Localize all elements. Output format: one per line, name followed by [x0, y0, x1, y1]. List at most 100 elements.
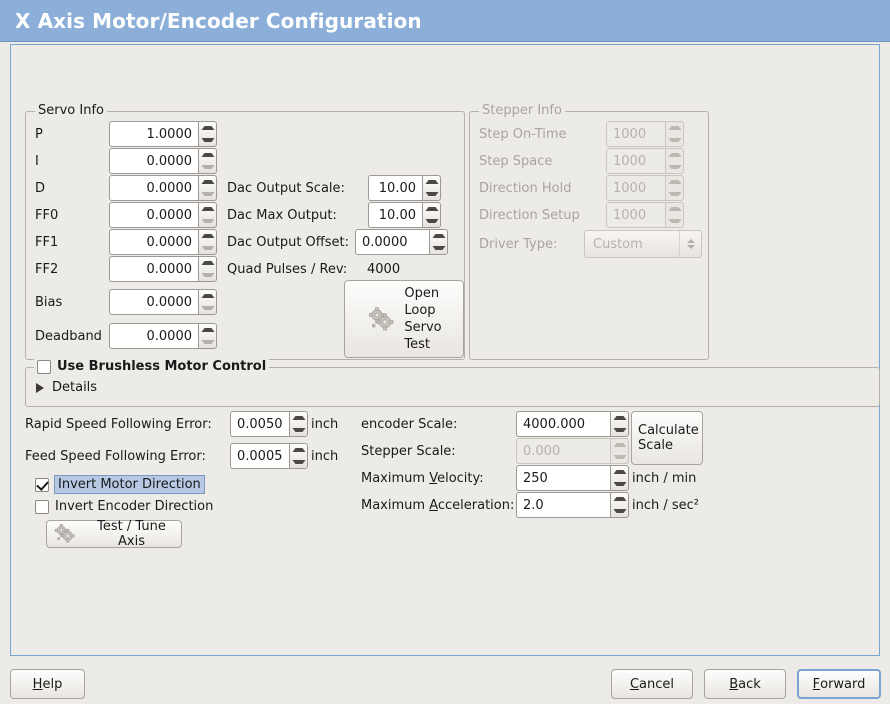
servo-bias-value[interactable]: 0.0000: [109, 289, 198, 315]
servo-p-stepper[interactable]: [198, 121, 217, 147]
servo-deadband-spinner[interactable]: 0.0000: [109, 323, 217, 349]
calculate-scale-button[interactable]: Calculate Scale: [631, 411, 703, 465]
maximum-velocity-spinner[interactable]: 250: [516, 465, 629, 491]
servo-p-value[interactable]: 1.0000: [109, 121, 198, 147]
servo-ff2-value[interactable]: 0.0000: [109, 256, 198, 282]
servo-ff0-spinner[interactable]: 0.0000: [109, 202, 217, 228]
spin-down-icon[interactable]: [611, 424, 628, 436]
spin-down-icon[interactable]: [430, 242, 447, 254]
feed-error-stepper[interactable]: [289, 443, 308, 469]
rapid-error-stepper[interactable]: [289, 411, 308, 437]
dac-output-scale-spinner[interactable]: 10.00: [368, 175, 441, 201]
encoder-scale-stepper[interactable]: [610, 411, 629, 437]
spin-up-icon[interactable]: [611, 466, 628, 478]
rapid-speed-following-error-spinner[interactable]: 0.0050: [230, 411, 308, 437]
maximum-velocity-value[interactable]: 250: [516, 465, 610, 491]
dac-max-output-stepper[interactable]: [422, 202, 441, 228]
dac-output-offset-value[interactable]: 0.0000: [355, 229, 429, 255]
servo-bias-spinner[interactable]: 0.0000: [109, 289, 217, 315]
dac-output-offset-spinner[interactable]: 0.0000: [355, 229, 448, 255]
dac-output-scale-stepper[interactable]: [422, 175, 441, 201]
dac-output-offset-stepper[interactable]: [429, 229, 448, 255]
spin-up-icon[interactable]: [430, 230, 447, 242]
spin-down-icon[interactable]: [199, 269, 216, 281]
servo-deadband-stepper[interactable]: [198, 323, 217, 349]
feed-speed-following-error-spinner[interactable]: 0.0005: [230, 443, 308, 469]
servo-d-value[interactable]: 0.0000: [109, 175, 198, 201]
checkbox-box[interactable]: [35, 499, 49, 514]
spin-up-icon[interactable]: [199, 230, 216, 242]
servo-ff1-spinner[interactable]: 0.0000: [109, 229, 217, 255]
spin-up-icon[interactable]: [199, 324, 216, 336]
invert-motor-direction-checkbox[interactable]: Invert Motor Direction: [35, 475, 205, 494]
servo-deadband-value[interactable]: 0.0000: [109, 323, 198, 349]
encoder-scale-value[interactable]: 4000.000: [516, 411, 610, 437]
spin-down-icon[interactable]: [199, 134, 216, 146]
spin-up-icon[interactable]: [611, 493, 628, 505]
spin-up-icon[interactable]: [199, 176, 216, 188]
servo-d-spinner[interactable]: 0.0000: [109, 175, 217, 201]
dac-max-output-value[interactable]: 10.00: [368, 202, 422, 228]
direction-hold-stepper: [665, 175, 684, 201]
feed-speed-following-error-value[interactable]: 0.0005: [230, 443, 289, 469]
spin-up-icon[interactable]: [423, 203, 440, 215]
servo-i-stepper[interactable]: [198, 148, 217, 174]
dac-max-output-label: Dac Max Output:: [227, 208, 337, 223]
invert-encoder-direction-checkbox[interactable]: Invert Encoder Direction: [35, 499, 213, 514]
spin-down-icon[interactable]: [199, 302, 216, 314]
dac-max-output-spinner[interactable]: 10.00: [368, 202, 441, 228]
spin-down-icon[interactable]: [199, 188, 216, 200]
servo-i-spinner[interactable]: 0.0000: [109, 148, 217, 174]
servo-label-deadband: Deadband: [35, 329, 102, 344]
test-tune-axis-button[interactable]: Test / Tune Axis: [46, 519, 182, 549]
spin-down-icon[interactable]: [199, 336, 216, 348]
spin-down-icon[interactable]: [423, 188, 440, 200]
spin-up-icon[interactable]: [199, 257, 216, 269]
checkbox-box[interactable]: [37, 359, 51, 374]
spin-down-icon[interactable]: [199, 242, 216, 254]
dac-output-scale-value[interactable]: 10.00: [368, 175, 422, 201]
spin-up-icon[interactable]: [199, 122, 216, 134]
open-loop-servo-test-button[interactable]: Open Loop Servo Test: [344, 280, 464, 358]
spin-down-icon[interactable]: [423, 215, 440, 227]
servo-d-stepper[interactable]: [198, 175, 217, 201]
maximum-acceleration-spinner[interactable]: 2.0: [516, 492, 629, 518]
spin-down-icon[interactable]: [199, 215, 216, 227]
spin-down-icon[interactable]: [290, 424, 307, 436]
spin-up-icon[interactable]: [199, 149, 216, 161]
spin-up-icon[interactable]: [290, 444, 307, 456]
spin-down-icon[interactable]: [611, 478, 628, 490]
maximum-acceleration-value[interactable]: 2.0: [516, 492, 610, 518]
spin-up-icon[interactable]: [290, 412, 307, 424]
maximum-velocity-stepper[interactable]: [610, 465, 629, 491]
servo-ff0-value[interactable]: 0.0000: [109, 202, 198, 228]
rapid-speed-following-error-value[interactable]: 0.0050: [230, 411, 289, 437]
step-on-time-value: 1000: [606, 121, 665, 147]
details-expander[interactable]: Details: [36, 380, 97, 395]
spin-up-icon[interactable]: [199, 290, 216, 302]
use-brushless-motor-control-checkbox[interactable]: Use Brushless Motor Control: [37, 359, 266, 374]
servo-p-spinner[interactable]: 1.0000: [109, 121, 217, 147]
spin-up-icon[interactable]: [423, 176, 440, 188]
servo-bias-stepper[interactable]: [198, 289, 217, 315]
checkbox-box[interactable]: [35, 477, 49, 492]
servo-ff2-spinner[interactable]: 0.0000: [109, 256, 217, 282]
servo-i-value[interactable]: 0.0000: [109, 148, 198, 174]
spin-down-icon[interactable]: [199, 161, 216, 173]
servo-ff2-stepper[interactable]: [198, 256, 217, 282]
spin-up-icon[interactable]: [199, 203, 216, 215]
open-loop-line-2: Loop: [404, 303, 436, 318]
servo-ff0-stepper[interactable]: [198, 202, 217, 228]
encoder-scale-spinner[interactable]: 4000.000: [516, 411, 629, 437]
spin-up-icon[interactable]: [611, 412, 628, 424]
spin-down-icon[interactable]: [290, 456, 307, 468]
chevron-right-icon[interactable]: [36, 382, 44, 393]
servo-ff1-stepper[interactable]: [198, 229, 217, 255]
servo-ff1-value[interactable]: 0.0000: [109, 229, 198, 255]
spin-down-icon[interactable]: [611, 505, 628, 517]
maximum-acceleration-stepper[interactable]: [610, 492, 629, 518]
